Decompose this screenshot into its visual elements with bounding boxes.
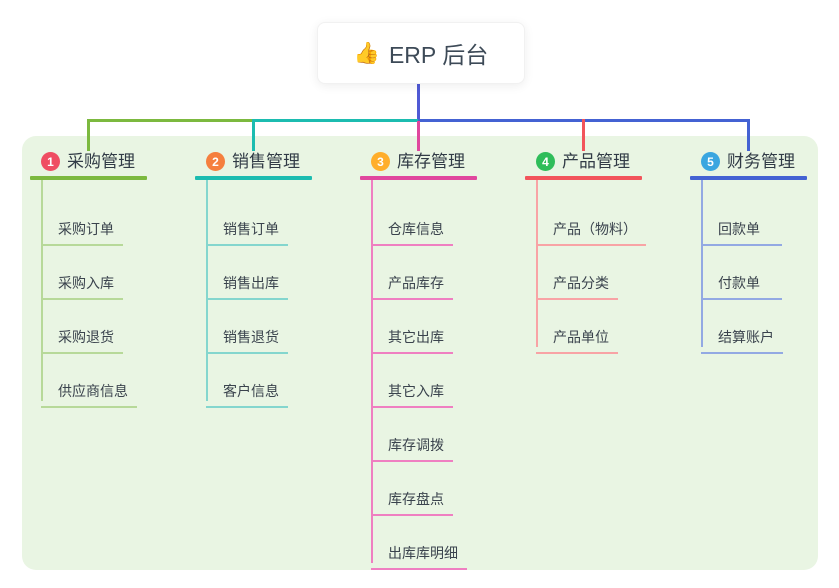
branch-node-5[interactable]: 财务管理 [727,152,795,171]
children-connector-line [371,180,373,563]
child-node[interactable]: 供应商信息 [41,373,137,408]
branch-underline [30,176,147,180]
children-connector-line [536,180,538,347]
child-node[interactable]: 采购退货 [41,319,123,354]
branch-drop-line-4 [582,119,585,151]
bus-line-segment-1 [87,119,254,122]
child-node[interactable]: 采购入库 [41,265,123,300]
thumbs-up-icon: 👍 [353,41,380,65]
branch-number-badge: 1 [41,152,60,171]
child-node[interactable]: 库存盘点 [371,481,453,516]
branch-underline [195,176,312,180]
branch-underline [360,176,477,180]
branch-node-3[interactable]: 库存管理 [397,152,465,171]
children-connector-line [206,180,208,401]
child-node[interactable]: 产品单位 [536,319,618,354]
branch-drop-line-1 [87,119,90,151]
child-node[interactable]: 结算账户 [701,319,783,354]
bus-line-segment-2 [252,119,420,122]
branch-number-badge: 4 [536,152,555,171]
branch-drop-line-5 [747,119,750,151]
child-node[interactable]: 采购订单 [41,211,123,246]
branch-drop-line-3 [417,121,420,151]
root-node[interactable]: 👍 ERP 后台 [317,22,525,84]
branch-number-badge: 3 [371,152,390,171]
branch-number-badge: 2 [206,152,225,171]
child-node[interactable]: 客户信息 [206,373,288,408]
child-node[interactable]: 仓库信息 [371,211,453,246]
child-node[interactable]: 库存调拨 [371,427,453,462]
child-node[interactable]: 产品分类 [536,265,618,300]
branch-underline [690,176,807,180]
child-node[interactable]: 其它出库 [371,319,453,354]
branch-node-2[interactable]: 销售管理 [232,152,300,171]
children-connector-line [41,180,43,401]
child-node[interactable]: 产品（物料） [536,211,646,246]
branch-number-badge: 5 [701,152,720,171]
root-stem-line [417,82,420,122]
child-node[interactable]: 销售订单 [206,211,288,246]
branch-node-1[interactable]: 采购管理 [67,152,135,171]
branch-underline [525,176,642,180]
child-node[interactable]: 其它入库 [371,373,453,408]
branch-drop-line-2 [252,119,255,151]
branch-node-4[interactable]: 产品管理 [562,152,630,171]
child-node[interactable]: 付款单 [701,265,782,300]
children-connector-line [701,180,703,347]
child-node[interactable]: 产品库存 [371,265,453,300]
root-label: ERP 后台 [388,42,489,68]
child-node[interactable]: 回款单 [701,211,782,246]
child-node[interactable]: 销售退货 [206,319,288,354]
child-node[interactable]: 销售出库 [206,265,288,300]
child-node[interactable]: 出库库明细 [371,535,467,570]
